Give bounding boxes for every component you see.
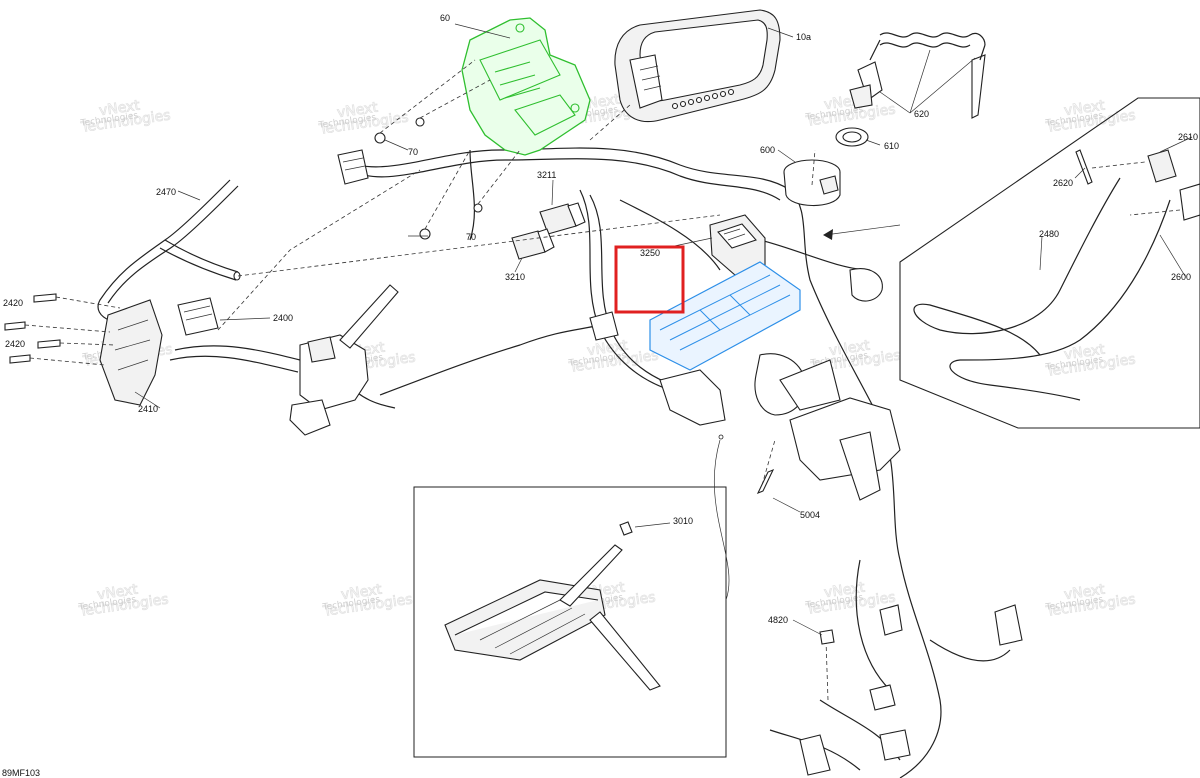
highlight-box-3250 (614, 245, 685, 314)
part-2410-bracket (99, 299, 163, 406)
frame-structure (589, 268, 901, 501)
part-610-grommet (835, 127, 869, 147)
part-2400-switch (177, 284, 399, 436)
part-3211-connector (539, 202, 586, 235)
harness-connector-left (337, 149, 369, 185)
part-70-screws (374, 59, 521, 240)
inset-module (413, 434, 730, 758)
label-3211[interactable]: 3211 (537, 170, 556, 180)
watermark: vNext Technologies Technologies (1044, 581, 1137, 620)
label-610[interactable]: 610 (884, 141, 899, 151)
label-4820[interactable]: 4820 (768, 615, 788, 625)
watermark-line1: vNext (1063, 582, 1106, 604)
label-2620[interactable]: 2620 (1053, 178, 1073, 188)
part-5004-pin (756, 468, 775, 495)
label-10a[interactable]: 10a (796, 32, 811, 42)
part-4820-nut (819, 629, 835, 645)
gauge-buttons (671, 88, 735, 110)
label-2480[interactable]: 2480 (1039, 229, 1059, 239)
blue-fuse-box (649, 261, 801, 371)
lower-connectors (799, 604, 1023, 776)
inset-tether (899, 97, 1200, 429)
watermark: vNext Technologies Technologies (79, 97, 172, 136)
watermark-layer: vNext Technologies Technologies vNext Te… (77, 91, 1137, 620)
part-labels: 60 10a 620 610 600 70 70 2470 3211 3210 … (2, 13, 1198, 778)
watermark: vNext Technologies Technologies (321, 581, 414, 620)
alignment-lines (217, 104, 829, 701)
watermark-line1: vNext (1063, 342, 1106, 364)
label-70-bottom[interactable]: 70 (466, 232, 476, 242)
part-10a-gauge (614, 9, 781, 123)
watermark-line1: vNext (1063, 98, 1106, 120)
part-2470-cable (96, 178, 241, 325)
diagram-code: 89MF103 (2, 768, 40, 778)
label-3010[interactable]: 3010 (673, 516, 693, 526)
label-600[interactable]: 600 (760, 145, 775, 155)
watermark: vNext Technologies Technologies (317, 99, 410, 138)
label-3210[interactable]: 3210 (505, 272, 525, 282)
watermark-line1: vNext (586, 338, 629, 360)
label-2420-top[interactable]: 2420 (3, 298, 23, 308)
label-2470[interactable]: 2470 (156, 187, 176, 197)
label-2420-bottom[interactable]: 2420 (5, 339, 25, 349)
watermark-line1: vNext (98, 98, 141, 120)
label-2410[interactable]: 2410 (138, 404, 158, 414)
label-620[interactable]: 620 (914, 109, 929, 119)
part-60-bracket (461, 17, 591, 156)
watermark: vNext Technologies Technologies (1044, 97, 1137, 136)
label-2610[interactable]: 2610 (1178, 132, 1198, 142)
part-620-lanyard (849, 32, 986, 119)
label-5004[interactable]: 5004 (800, 510, 820, 520)
watermark: vNext Technologies Technologies (1044, 341, 1137, 380)
label-2600[interactable]: 2600 (1171, 272, 1191, 282)
label-3250[interactable]: 3250 (640, 248, 660, 258)
part-3210-connector (511, 228, 555, 260)
inset-arrow (823, 224, 901, 240)
label-2400[interactable]: 2400 (273, 313, 293, 323)
watermark: vNext Technologies Technologies (567, 337, 660, 376)
watermark-line1: vNext (336, 100, 379, 122)
part-2420-bolts (4, 293, 121, 366)
leader-lines (134, 23, 1193, 636)
watermark-line1: vNext (96, 582, 139, 604)
watermark-line1: vNext (340, 582, 383, 604)
label-60[interactable]: 60 (440, 13, 450, 23)
label-70-top[interactable]: 70 (408, 147, 418, 157)
watermark: vNext Technologies Technologies (77, 581, 170, 620)
part-3250-relay (709, 214, 766, 276)
